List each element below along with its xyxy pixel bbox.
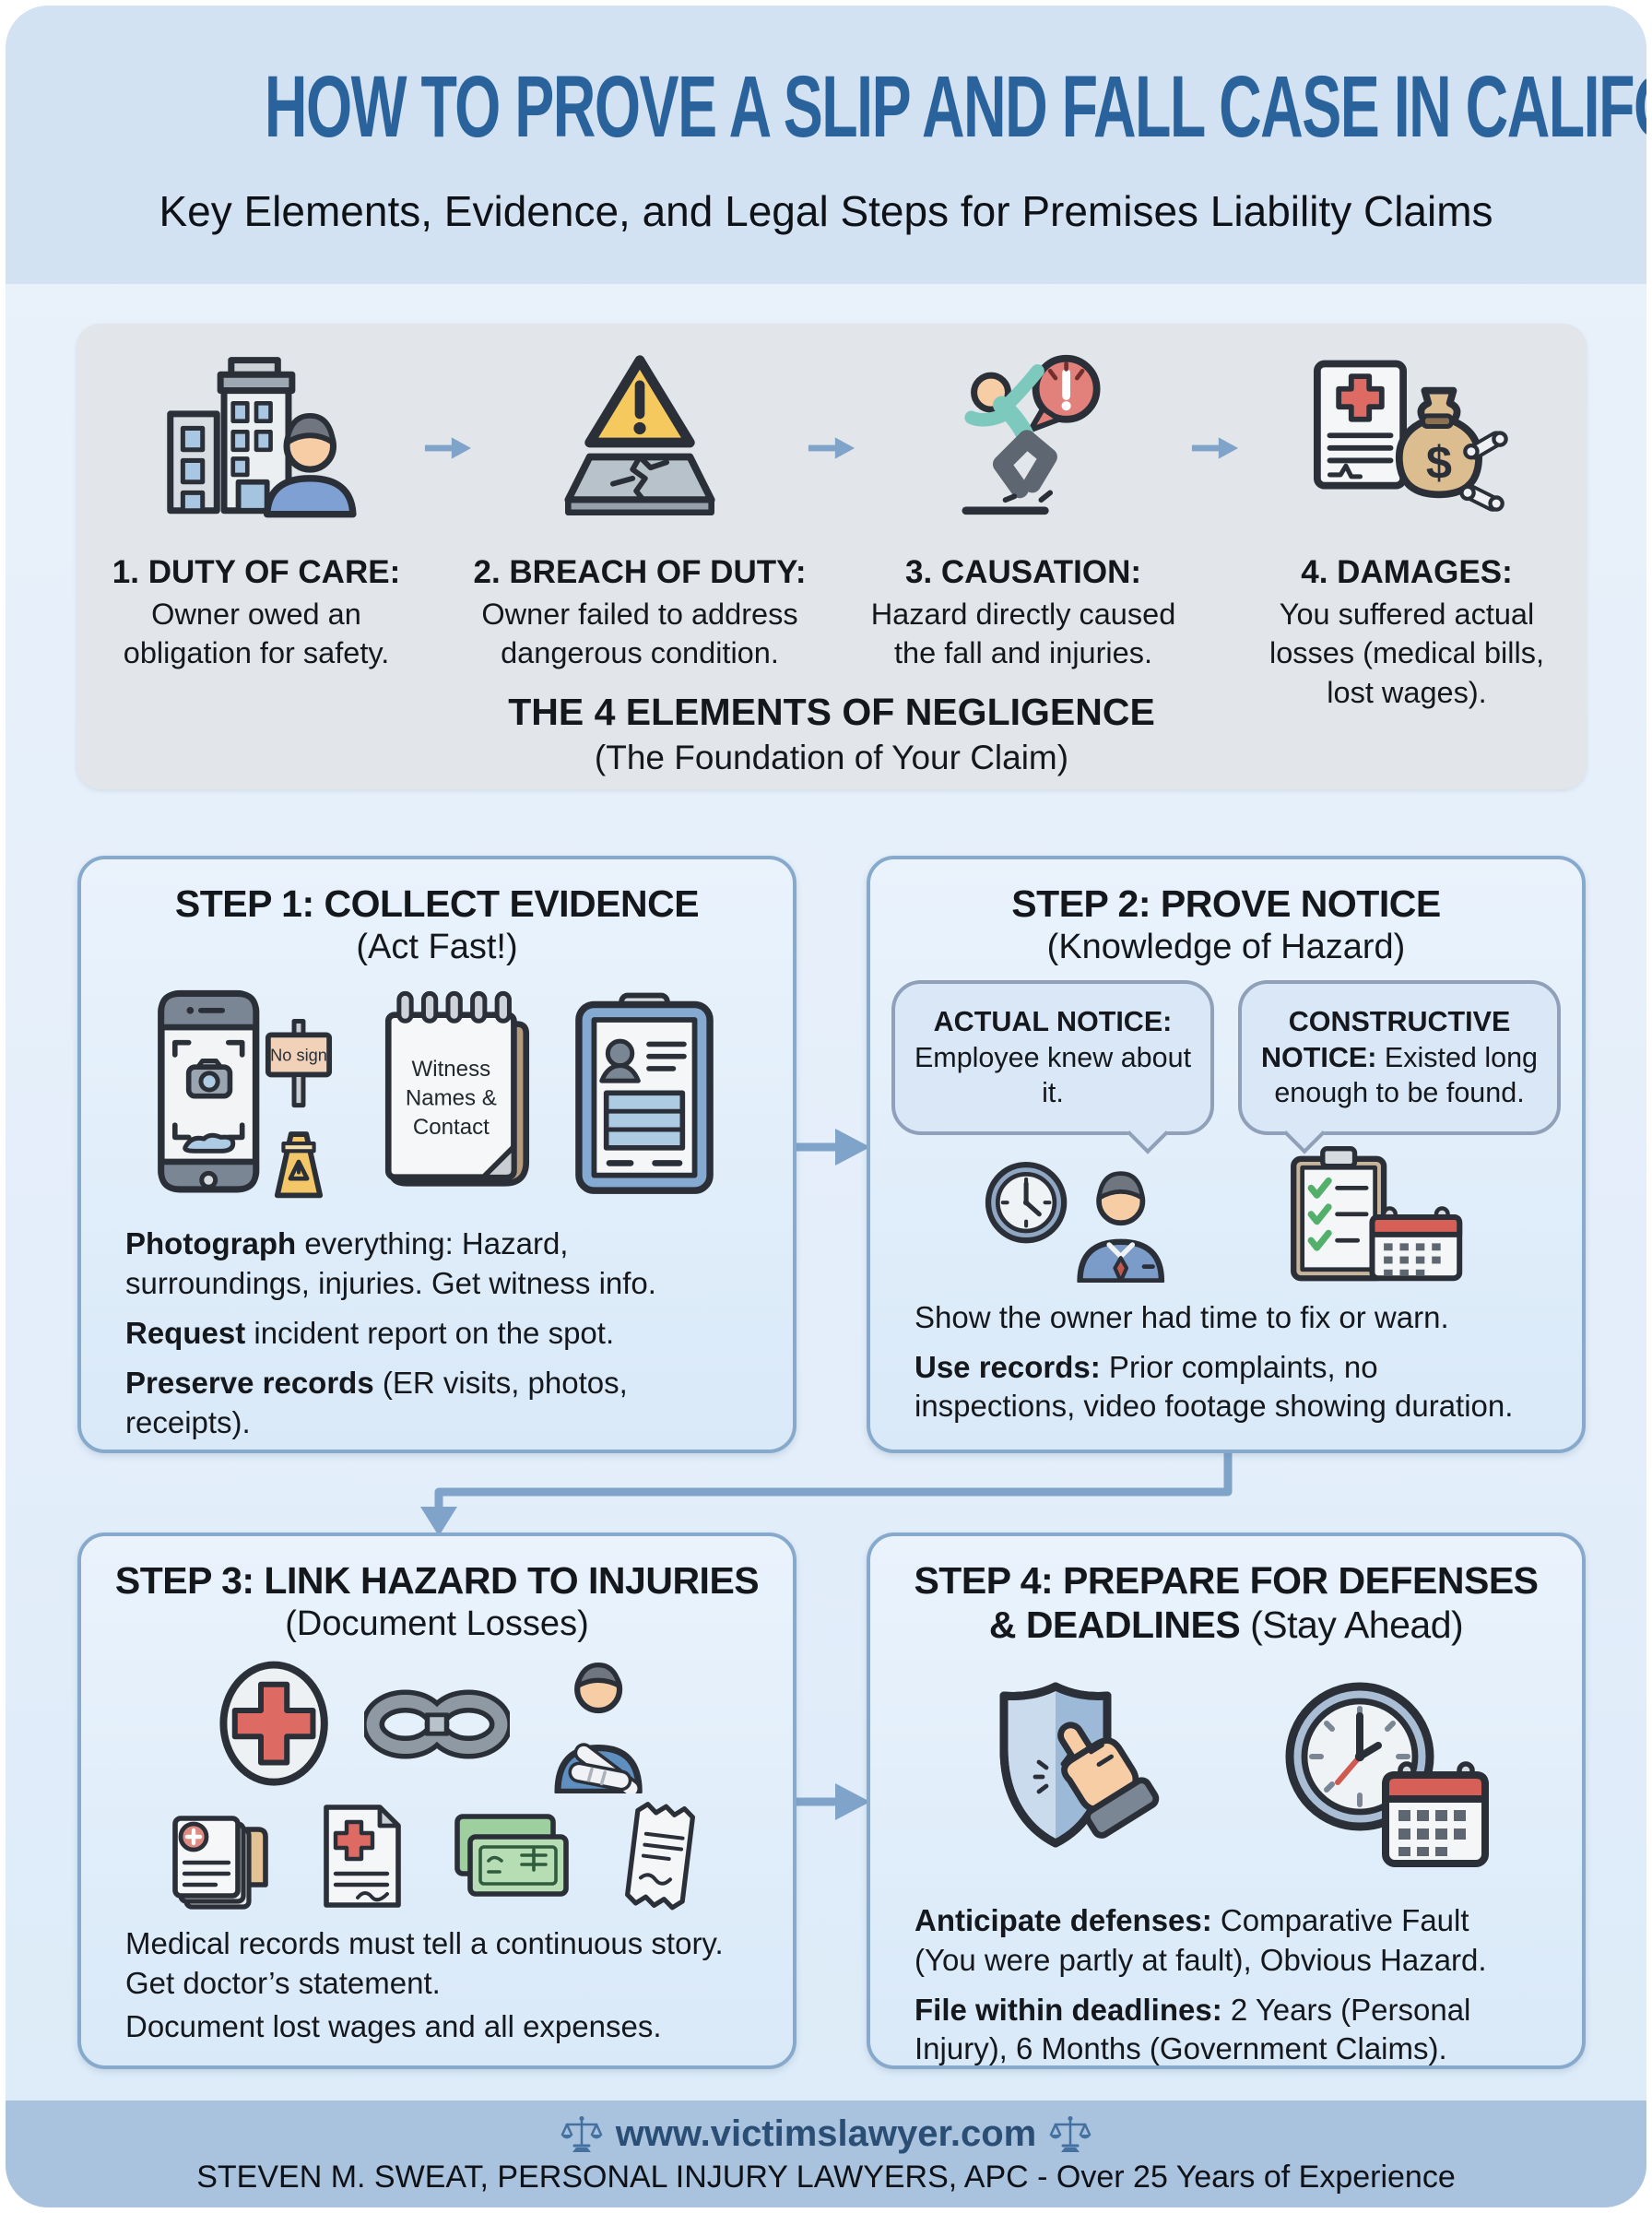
cash-icon [450, 1807, 573, 1905]
step2-box: STEP 2: PROVE NOTICE (Knowledge of Hazar… [867, 856, 1586, 1453]
cracked-floor-warning-icon [547, 340, 733, 545]
right-arrow-icon [1190, 432, 1240, 712]
negligence-item-damages: $ [1240, 340, 1574, 712]
step1-box: STEP 1: COLLECT EVIDENCE (Act Fast!) [77, 856, 796, 1453]
scales-icon [560, 2113, 603, 2156]
page-title-text: HOW TO PROVE A SLIP AND FALL CASE IN CAL… [264, 58, 1646, 156]
step1-point: Request incident report on the spot. [125, 1316, 615, 1351]
step1-icons: No sign [155, 988, 719, 1201]
step3-icons-bottom [160, 1799, 714, 1913]
phone-camera-icon: No sign [155, 988, 336, 1201]
step4-icons [963, 1675, 1489, 1867]
page-subtitle: Key Elements, Evidence, and Legal Steps … [159, 187, 1493, 235]
header-band [6, 6, 1646, 284]
step1-point: Preserve records (ER visits, photos, rec… [125, 1366, 628, 1439]
step1-points: Photograph everything: Hazard, surroundi… [125, 1214, 749, 1452]
infographic-canvas: HOW TO PROVE A SLIP AND FALL CASE IN CAL… [6, 6, 1646, 2207]
shield-hand-icon [963, 1675, 1194, 1867]
medical-records-icon [160, 1800, 273, 1912]
step2-bubbles: ACTUAL NOTICE: Employee knew about it. C… [891, 980, 1561, 1135]
medical-cross-icon [206, 1655, 344, 1793]
footer-site-row: www.victimslawyer.com [560, 2113, 1092, 2156]
falling-person-icon [930, 340, 1116, 545]
step2-point: Use records: Prior complaints, no inspec… [914, 1349, 1514, 1424]
receipt-icon [610, 1799, 714, 1913]
step2-icons [979, 1144, 1473, 1283]
negligence-item-duty: 1. DUTY OF CARE: Owner owed an obligatio… [89, 340, 423, 712]
step4-point: File within deadlines: 2 Years (Personal… [914, 1992, 1471, 2066]
scales-icon [1049, 2113, 1092, 2156]
step1-title: STEP 1: COLLECT EVIDENCE [174, 882, 700, 925]
svg-text:Contact: Contact [413, 1116, 490, 1141]
step3-icons-top [206, 1655, 668, 1794]
step4-point: Anticipate defenses: Comparative Fault (… [914, 1902, 1487, 1977]
step1-subtitle: (Act Fast!) [356, 928, 518, 967]
incident-form-icon [570, 992, 719, 1197]
svg-text:Names &: Names & [406, 1086, 497, 1111]
right-arrow-icon [807, 432, 856, 712]
negligence-row: 1. DUTY OF CARE: Owner owed an obligatio… [89, 340, 1574, 712]
negligence-item-causation: 3. CAUSATION: Hazard directly caused the… [856, 340, 1190, 712]
chain-link-icon [364, 1678, 510, 1770]
svg-text:Witness: Witness [412, 1057, 491, 1082]
step2-points: Show the owner had time to fix or warn. … [914, 1288, 1538, 1438]
step4-box: STEP 4: PREPARE FOR DEFENSES & DEADLINES… [867, 1533, 1586, 2069]
constructive-notice-bubble: CONSTRUCTIVE NOTICE: Existed long enough… [1238, 980, 1561, 1135]
svg-text:$: $ [1426, 436, 1452, 489]
negligence-panel: 1. DUTY OF CARE: Owner owed an obligatio… [77, 324, 1587, 789]
step3-point: Medical records must tell a continuous s… [125, 1926, 724, 2001]
step4-title: STEP 4: PREPARE FOR DEFENSES & DEADLINES… [914, 1559, 1539, 1647]
step3-points: Medical records must tell a continuous s… [125, 1921, 749, 2051]
step3-box: STEP 3: LINK HAZARD TO INJURIES (Documen… [77, 1533, 796, 2069]
step3-title: STEP 3: LINK HAZARD TO INJURIES [114, 1559, 760, 1602]
negligence-item-breach: 2. BREACH OF DUTY: Owner failed to addre… [473, 340, 807, 712]
doctor-report-icon [310, 1800, 413, 1912]
injured-person-icon [530, 1655, 668, 1794]
actual-notice-bubble: ACTUAL NOTICE: Employee knew about it. [891, 980, 1214, 1135]
step3-point: Document lost wages and all expenses. [125, 2009, 662, 2044]
witness-notepad-icon: Witness Names & Contact [367, 990, 538, 1199]
step2-title: STEP 2: PROVE NOTICE [1011, 882, 1441, 925]
negligence-subheading: (The Foundation of Your Claim) [594, 739, 1069, 776]
building-person-icon [152, 340, 360, 545]
step4-points: Anticipate defenses: Comparative Fault (… [914, 1891, 1538, 2080]
negligence-heading: THE 4 ELEMENTS OF NEGLIGENCE [508, 691, 1155, 733]
clock-calendar-icon [1268, 1675, 1489, 1867]
footer-website-link[interactable]: www.victimslawyer.com [615, 2113, 1037, 2154]
step2-subtitle: (Knowledge of Hazard) [1046, 928, 1406, 967]
step1-point: Photograph everything: Hazard, surroundi… [125, 1226, 656, 1301]
medical-bill-money-icon: $ [1303, 340, 1511, 545]
right-arrow-icon [423, 432, 473, 712]
checklist-calendar-icon [1281, 1144, 1473, 1283]
page-title: HOW TO PROVE A SLIP AND FALL CASE IN CAL… [6, 57, 1646, 156]
svg-text:No sign: No sign [270, 1047, 327, 1065]
clock-employee-icon [979, 1144, 1198, 1283]
step2-point: Show the owner had time to fix or warn. [914, 1299, 1449, 1334]
footer: www.victimslawyer.com [6, 2101, 1646, 2207]
footer-firm-line: STEVEN M. SWEAT, PERSONAL INJURY LAWYERS… [196, 2159, 1456, 2195]
step3-subtitle: (Document Losses) [285, 1604, 589, 1644]
